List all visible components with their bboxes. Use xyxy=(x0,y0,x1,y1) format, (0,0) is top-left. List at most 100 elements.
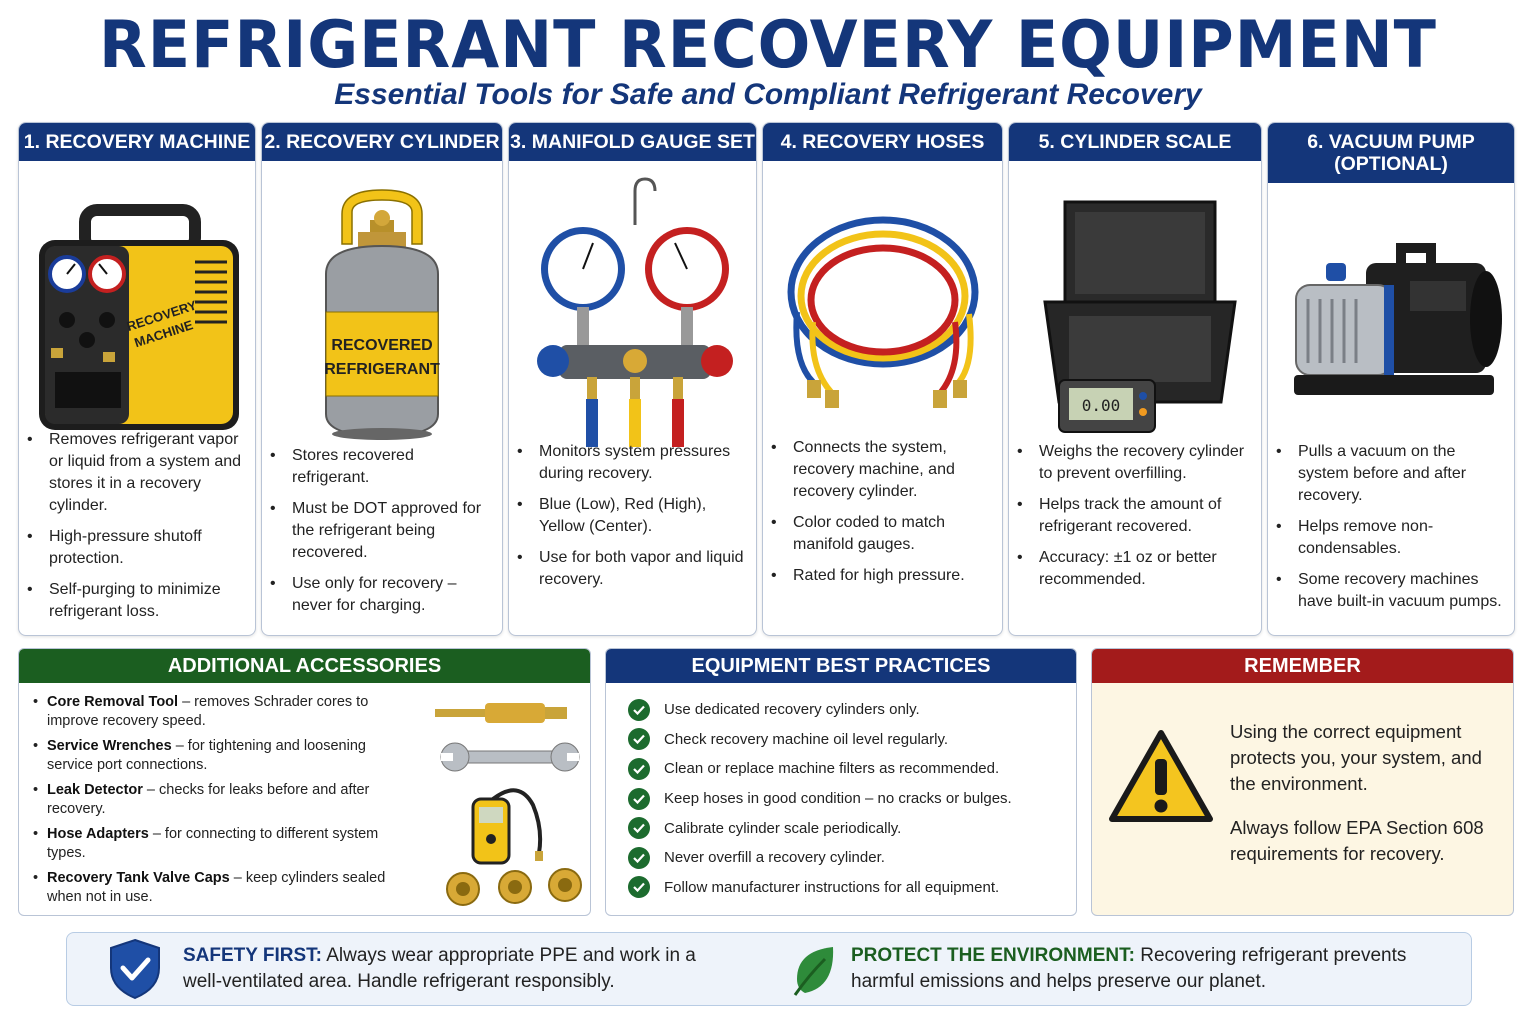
bullet: Use for both vapor and liquid recovery. xyxy=(517,547,744,591)
protect-environment-label: PROTECT THE ENVIRONMENT: xyxy=(851,945,1135,966)
card-title-line1: 6. VACUUM PUMP xyxy=(1307,131,1475,153)
accessory-desc: – for connecting to different system typ… xyxy=(47,826,379,861)
valve-caps-icon xyxy=(446,868,582,906)
bullet: Helps track the amount of refrigerant re… xyxy=(1017,494,1249,538)
panel-remember: REMEMBER Using the correct equipment pro… xyxy=(1091,648,1514,916)
check-icon xyxy=(628,846,650,869)
check-icon xyxy=(628,728,650,751)
panel-best-practices: EQUIPMENT BEST PRACTICES Use dedicated r… xyxy=(605,648,1077,916)
card-recovery-machine: 1. RECOVERY MACHINE RECOVERY MACHINE xyxy=(18,122,256,636)
bullet: Pulls a vacuum on the system before and … xyxy=(1276,441,1502,507)
safety-first-label: SAFETY FIRST: xyxy=(183,945,322,966)
footer-banner: SAFETY FIRST: Always wear appropriate PP… xyxy=(66,932,1472,1006)
page-title: REFRIGERANT RECOVERY EQUIPMENT xyxy=(99,6,1437,83)
recovery-machine-image: RECOVERY MACHINE xyxy=(19,167,255,457)
best-practice-text: Calibrate cylinder scale periodically. xyxy=(664,819,902,837)
bullet: Color coded to match manifold gauges. xyxy=(771,512,990,556)
panel-title: EQUIPMENT BEST PRACTICES xyxy=(606,649,1076,683)
accessory-name: Service Wrenches xyxy=(47,738,172,754)
safety-first-text: SAFETY FIRST: Always wear appropriate PP… xyxy=(183,943,703,995)
remember-para-2: Always follow EPA Section 608 requiremen… xyxy=(1230,817,1484,864)
bullet: Self-purging to minimize refrigerant los… xyxy=(27,579,243,623)
shield-check-icon xyxy=(110,938,160,1000)
bullet: Blue (Low), Red (High), Yellow (Center). xyxy=(517,494,744,538)
best-practice-text: Use dedicated recovery cylinders only. xyxy=(664,701,920,719)
bullet: Some recovery machines have built-in vac… xyxy=(1276,569,1502,613)
accessory-desc: – keep cylinders sealed when not in use. xyxy=(47,870,386,905)
best-practice-text: Check recovery machine oil level regular… xyxy=(664,730,949,748)
check-icon xyxy=(628,698,650,721)
bullet: Monitors system pressures during recover… xyxy=(517,441,744,485)
bullet: Use only for recovery – never for chargi… xyxy=(270,573,490,617)
accessory-name: Recovery Tank Valve Caps xyxy=(47,870,230,886)
protect-environment-body: Recovering refrigerant prevents harmful … xyxy=(851,945,1407,992)
protect-environment-text: PROTECT THE ENVIRONMENT: Recovering refr… xyxy=(851,943,1451,995)
panel-title: ADDITIONAL ACCESSORIES xyxy=(19,649,590,683)
check-icon xyxy=(628,787,650,810)
vacuum-pump-image xyxy=(1268,193,1514,453)
accessory-name: Leak Detector xyxy=(47,782,143,798)
warning-icon xyxy=(1109,730,1213,822)
accessory-name: Core Removal Tool xyxy=(47,694,179,710)
accessories-image xyxy=(435,703,582,906)
card-title: 1. RECOVERY MACHINE xyxy=(19,123,255,161)
bullet: Weighs the recovery cylinder to prevent … xyxy=(1017,441,1249,485)
bullet: Connects the system, recovery machine, a… xyxy=(771,437,990,503)
bullet: High-pressure shutoff protection. xyxy=(27,526,243,570)
card-title: 3. MANIFOLD GAUGE SET xyxy=(509,123,756,161)
accessory-item: Hose Adapters – for connecting to differ… xyxy=(33,825,407,863)
accessory-item: Leak Detector – checks for leaks before … xyxy=(33,781,407,819)
cylinder-scale-image: 0.00 xyxy=(1009,167,1261,457)
core-removal-tool-icon xyxy=(435,703,567,723)
best-practice-item: Never overfill a recovery cylinder. xyxy=(628,843,1012,873)
wrench-icon xyxy=(440,742,580,772)
card-vacuum-pump: 6. VACUUM PUMP (OPTIONAL) Pulls a vacuum… xyxy=(1267,122,1515,636)
best-practice-text: Never overfill a recovery cylinder. xyxy=(664,849,885,867)
recovery-hoses-image xyxy=(763,167,1002,457)
scale-display: 0.00 xyxy=(1082,396,1121,415)
check-icon xyxy=(628,876,650,899)
best-practice-item: Keep hoses in good condition – no cracks… xyxy=(628,784,1012,814)
card-title-line2: (OPTIONAL) xyxy=(1334,153,1448,175)
leak-detector-icon xyxy=(471,788,543,865)
best-practice-item: Clean or replace machine filters as reco… xyxy=(628,754,1012,784)
panel-title: REMEMBER xyxy=(1092,649,1513,683)
bullet: Helps remove non-condensables. xyxy=(1276,516,1502,560)
card-title: 2. RECOVERY CYLINDER xyxy=(262,123,502,161)
bullet: Removes refrigerant vapor or liquid from… xyxy=(27,429,243,517)
cylinder-label: REFRIGERANT xyxy=(324,361,440,378)
remember-para-1: Using the correct equipment protects you… xyxy=(1230,721,1482,794)
card-recovery-cylinder: 2. RECOVERY CYLINDER RECOVERED REFRIGERA… xyxy=(261,122,503,636)
accessory-desc: – checks for leaks before and after reco… xyxy=(47,782,370,817)
best-practice-item: Use dedicated recovery cylinders only. xyxy=(628,695,1012,725)
best-practice-item: Check recovery machine oil level regular… xyxy=(628,725,1012,755)
accessory-item: Core Removal Tool – removes Schrader cor… xyxy=(33,693,407,731)
best-practice-item: Follow manufacturer instructions for all… xyxy=(628,873,1012,903)
best-practice-text: Follow manufacturer instructions for all… xyxy=(664,878,1000,896)
card-manifold-gauge-set: 3. MANIFOLD GAUGE SET Monitors system pr… xyxy=(508,122,757,636)
card-title: 4. RECOVERY HOSES xyxy=(763,123,1002,161)
accessory-desc: – for tightening and loosening service p… xyxy=(47,738,366,773)
card-title: 5. CYLINDER SCALE xyxy=(1009,123,1261,161)
bullet: Stores recovered refrigerant. xyxy=(270,445,490,489)
best-practice-text: Clean or replace machine filters as reco… xyxy=(664,760,1000,778)
card-title: 6. VACUUM PUMP (OPTIONAL) xyxy=(1268,123,1514,183)
page-subtitle: Essential Tools for Safe and Compliant R… xyxy=(334,78,1202,111)
check-icon xyxy=(628,757,650,780)
accessory-item: Recovery Tank Valve Caps – keep cylinder… xyxy=(33,869,407,907)
bullet: Rated for high pressure. xyxy=(771,565,990,587)
leaf-icon xyxy=(793,947,834,996)
check-icon xyxy=(628,817,650,840)
safety-first-body: Always wear appropriate PPE and work in … xyxy=(183,945,696,992)
best-practice-text: Keep hoses in good condition – no cracks… xyxy=(664,790,1012,808)
bullet: Accuracy: ±1 oz or better recommended. xyxy=(1017,547,1249,591)
accessory-item: Service Wrenches – for tightening and lo… xyxy=(33,737,407,775)
best-practice-item: Calibrate cylinder scale periodically. xyxy=(628,813,1012,843)
card-recovery-hoses: 4. RECOVERY HOSES Connects the system, r… xyxy=(762,122,1003,636)
bullet: Must be DOT approved for the refrigerant… xyxy=(270,498,490,564)
remember-text: Using the correct equipment protects you… xyxy=(1230,719,1510,867)
card-cylinder-scale: 5. CYLINDER SCALE 0.00 Weighs the recove… xyxy=(1008,122,1262,636)
manifold-gauge-image xyxy=(509,167,756,457)
accessory-name: Hose Adapters xyxy=(47,826,149,842)
cylinder-label: RECOVERED xyxy=(331,337,432,354)
